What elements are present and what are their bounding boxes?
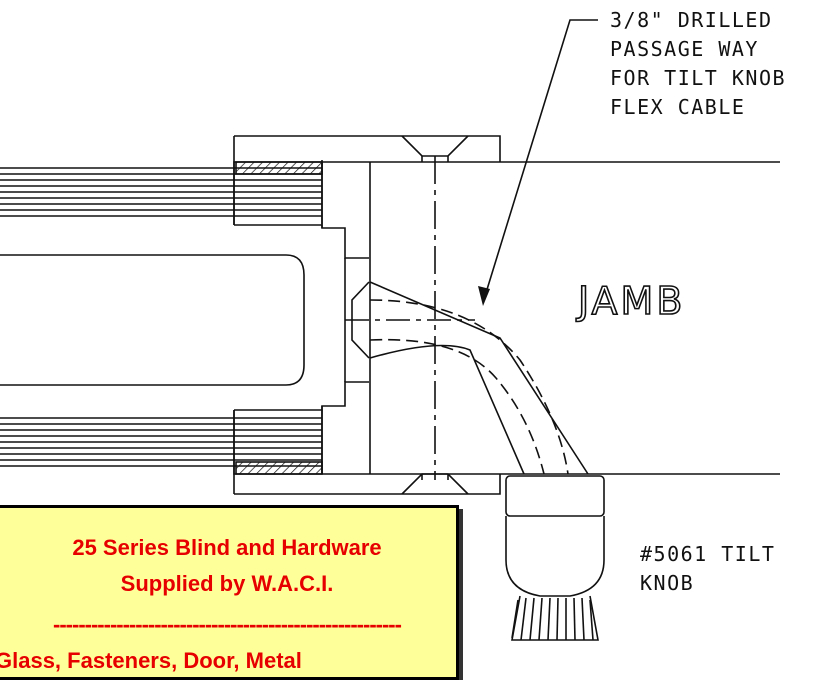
tilt-knob-label-line-2: KNOB [640,571,694,595]
lower-blind-slats [0,410,323,474]
upper-blind-slats [0,160,323,224]
callout-passage-line-3: FOR TILT KNOB [610,66,786,90]
note-line-3: Glass, Fasteners, Door, Metal [0,648,302,673]
leader-arrowhead [478,286,490,306]
note-divider: ----------------------------------------… [53,612,402,637]
note-line-2: Supplied by W.A.C.I. [120,571,334,596]
jamb-label: JAMB [576,279,685,323]
note-line-1: 25 Series Blind and Hardware [72,535,382,560]
callout-passage-line-1: 3/8" DRILLED [610,8,773,32]
drilled-passage [369,281,589,475]
lower-gasket [235,461,323,475]
blind-head-rail [0,254,305,386]
upper-gasket [235,161,323,175]
callout-passage-line-4: FLEX CABLE [610,95,745,119]
passage-leader-line [484,19,598,297]
callout-passage-line-2: PASSAGE WAY [610,37,759,61]
supply-note-box: 25 Series Blind and Hardware Supplied by… [0,505,459,680]
flex-cable-path [369,299,569,475]
tilt-knob-section-drawing: 3/8" DRILLED PASSAGE WAY FOR TILT KNOB F… [0,8,786,641]
tilt-gear [345,281,475,359]
tilt-knob [505,475,605,641]
tilt-knob-label-line-1: #5061 TILT [640,542,775,566]
jamb-profile [369,161,780,475]
frame-profile [233,135,501,495]
